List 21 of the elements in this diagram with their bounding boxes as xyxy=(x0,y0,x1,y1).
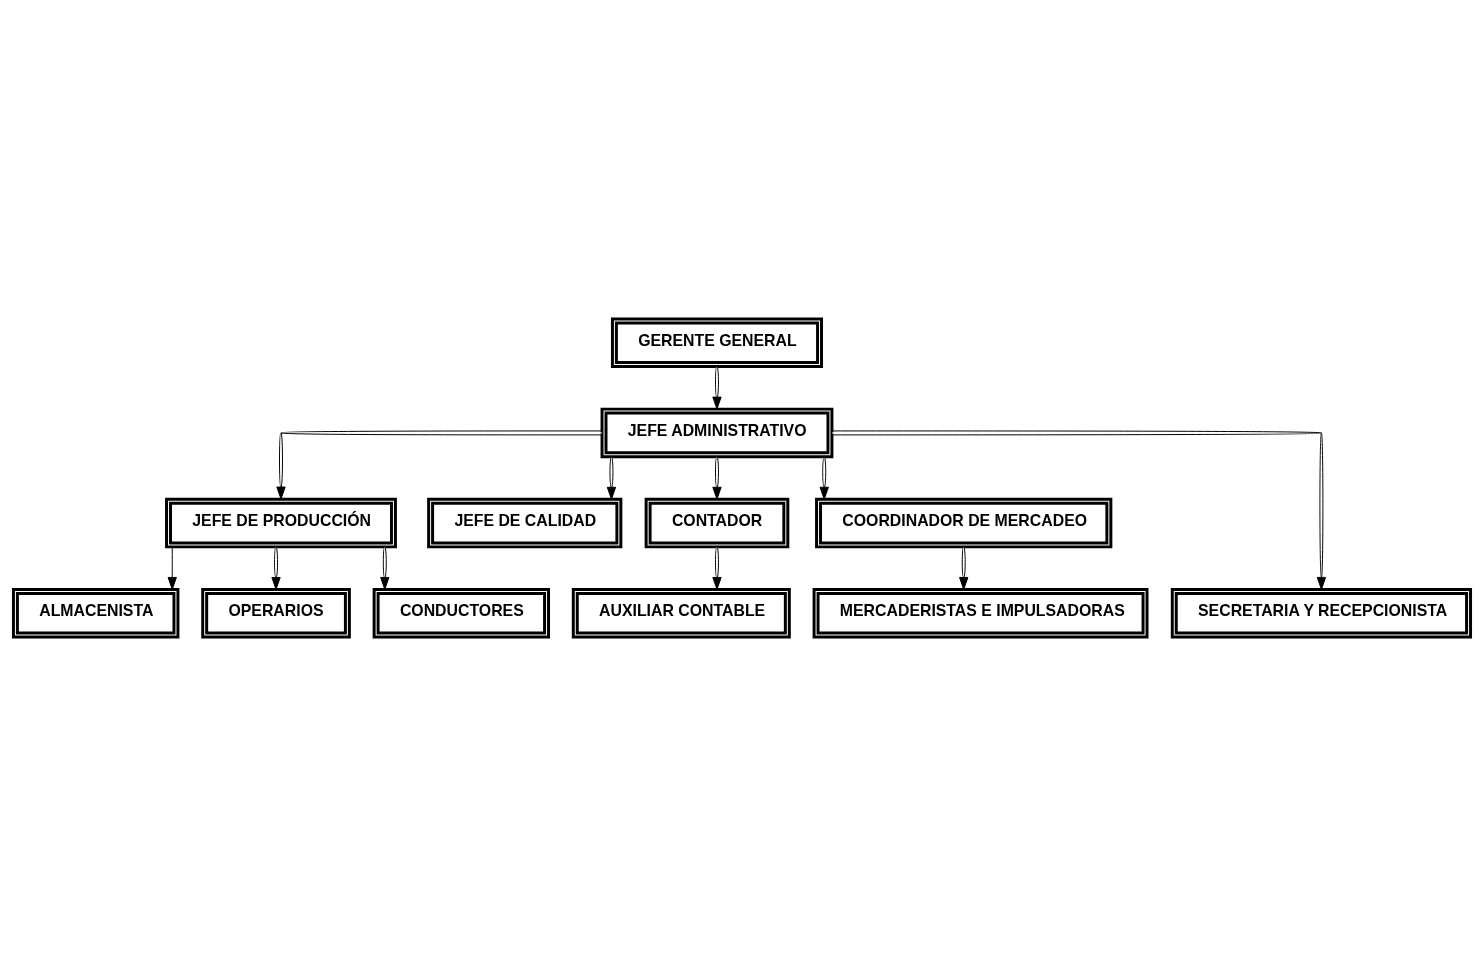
node-box: MERCADERISTAS E IMPULSADORAS xyxy=(812,587,1149,639)
arrow xyxy=(819,456,829,500)
arrow xyxy=(712,365,722,409)
node-box: ALMACENISTA xyxy=(11,587,180,639)
arrow xyxy=(606,456,617,500)
arrow xyxy=(831,429,1327,590)
arrow xyxy=(167,546,177,590)
arrow xyxy=(276,429,603,499)
node-box: SECRETARIA Y RECEPCIONISTA xyxy=(1170,587,1473,639)
node-box: JEFE DE PRODUCCIÓN xyxy=(165,497,397,548)
arrow xyxy=(271,546,281,590)
arrow xyxy=(712,456,722,500)
node-box: AUXILIAR CONTABLE xyxy=(571,587,791,639)
node-box: CONTADOR xyxy=(644,497,790,548)
node-box: OPERARIOS xyxy=(201,587,351,639)
node-box: JEFE ADMINISTRATIVO xyxy=(600,407,834,458)
node-box: COORDINADOR DE MERCADEO xyxy=(815,497,1113,548)
arrow xyxy=(712,546,722,590)
arrow xyxy=(959,546,969,590)
arrow xyxy=(380,546,390,590)
node-box: JEFE DE CALIDAD xyxy=(427,497,623,548)
